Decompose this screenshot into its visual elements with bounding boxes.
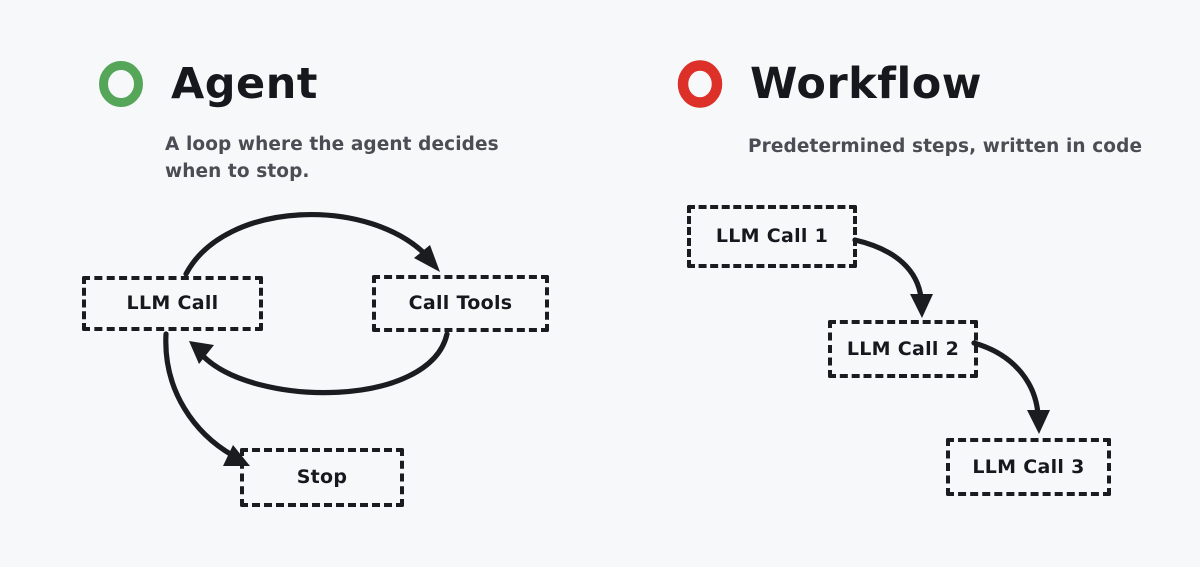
node-llm-call-label: LLM Call — [126, 292, 219, 314]
edge-call-tools-to-llm-call — [189, 331, 450, 396]
agent-panel-header: Agent — [98, 60, 318, 108]
edge-llm-call-to-stop — [163, 331, 250, 466]
node-stop-label: Stop — [296, 466, 348, 488]
node-call-tools[interactable]: Call Tools — [372, 275, 549, 332]
workflow-panel-header: Workflow — [677, 60, 982, 108]
red-ring-icon — [677, 60, 723, 108]
edge-llm-call-to-call-tools — [183, 212, 440, 277]
workflow-title: Workflow — [750, 58, 982, 109]
node-llm-call-2[interactable]: LLM Call 2 — [828, 320, 978, 378]
node-call-tools-label: Call Tools — [408, 292, 513, 314]
node-llm-call-2-label: LLM Call 2 — [846, 337, 960, 360]
node-llm-call[interactable]: LLM Call — [82, 276, 263, 331]
green-ring-icon — [99, 61, 143, 107]
node-llm-call-3-label: LLM Call 3 — [972, 455, 1085, 478]
agent-title: Agent — [171, 58, 318, 109]
edge-llm-call-2-to-llm-call-3 — [971, 340, 1050, 434]
node-stop[interactable]: Stop — [240, 448, 404, 507]
edge-llm-call-1-to-llm-call-2 — [852, 237, 933, 318]
workflow-subtitle: Predetermined steps, written in code — [748, 136, 1143, 157]
node-llm-call-1-label: LLM Call 1 — [715, 225, 829, 247]
node-llm-call-1[interactable]: LLM Call 1 — [687, 205, 857, 268]
agent-subtitle: A loop where the agent decides when to s… — [165, 134, 499, 182]
node-llm-call-3[interactable]: LLM Call 3 — [946, 438, 1111, 496]
